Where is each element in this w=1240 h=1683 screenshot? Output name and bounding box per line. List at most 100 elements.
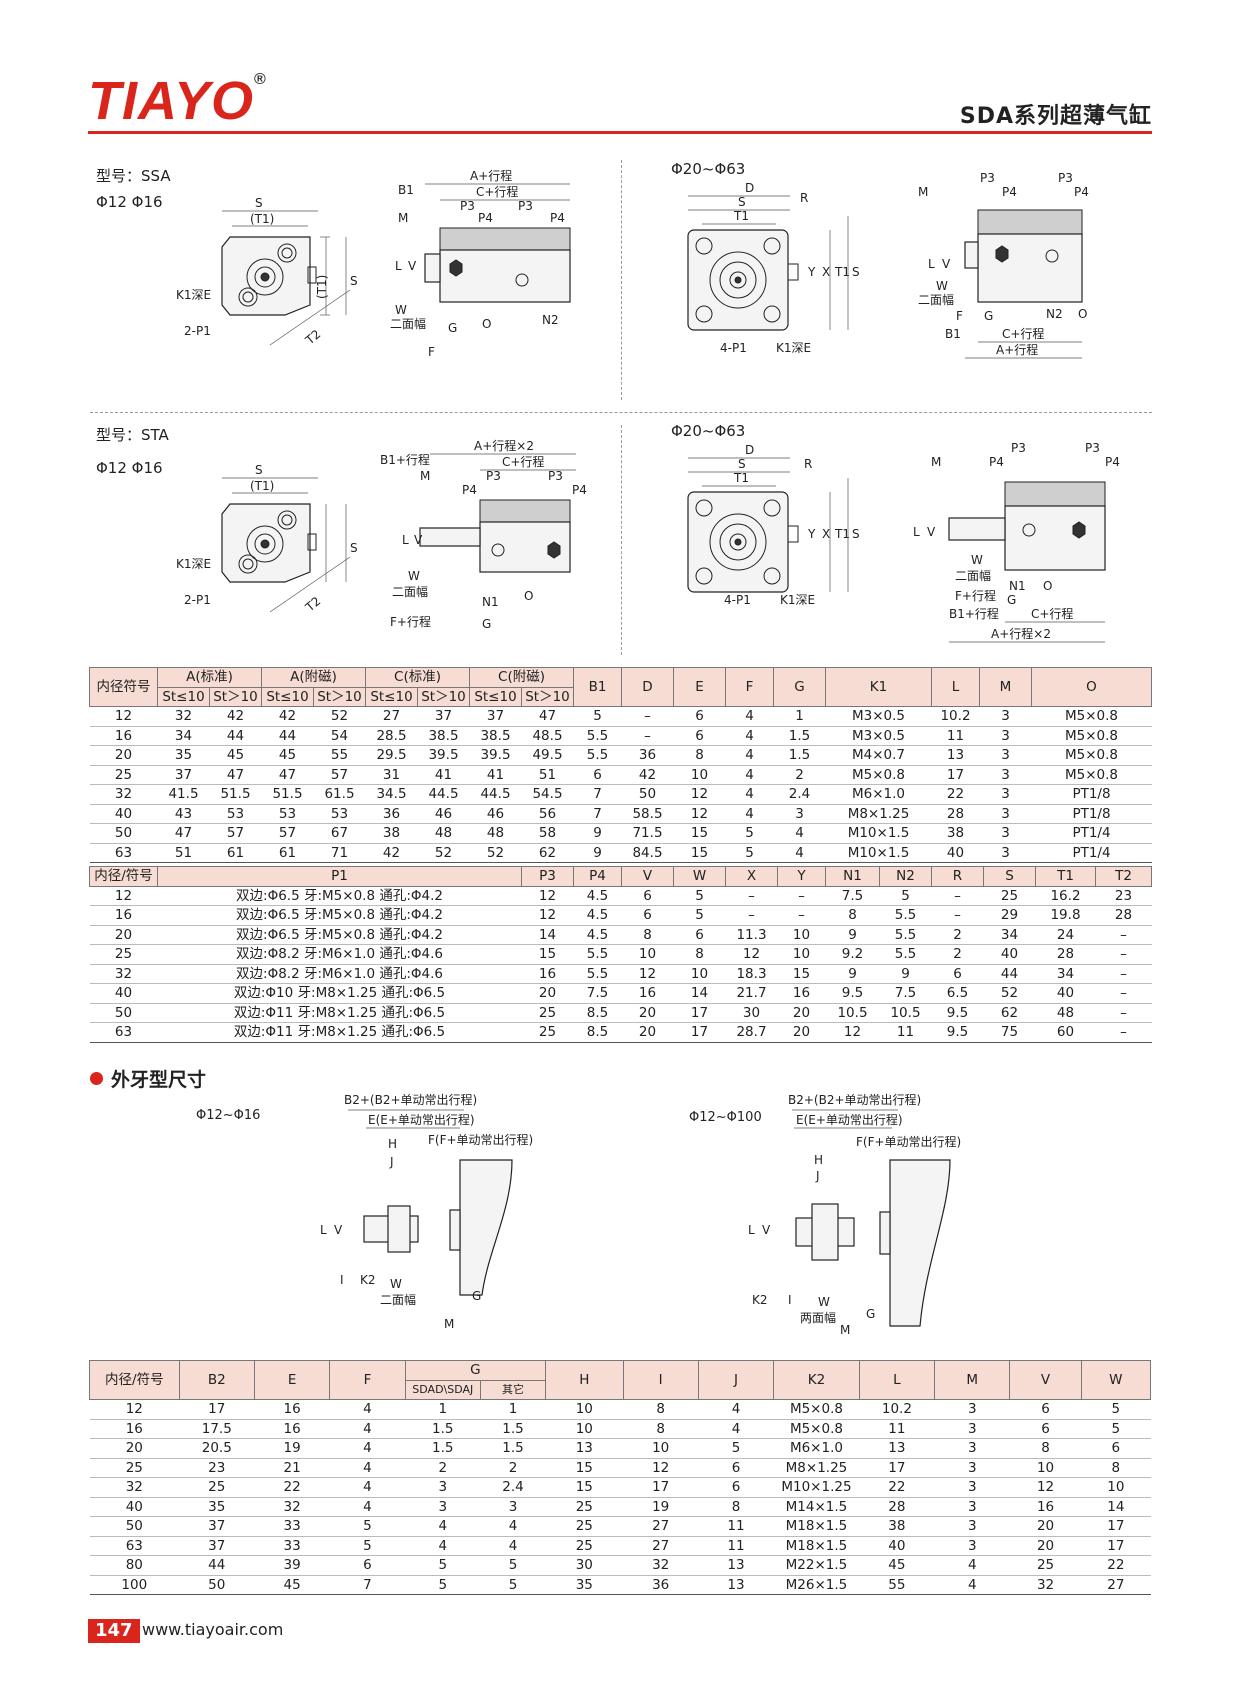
table-cell: 54.5 [521,784,574,805]
table-cell: – [777,905,826,926]
table-cell: PT1/8 [1031,804,1152,824]
dim-label: S [852,527,860,541]
table-cell: PT1/4 [1031,823,1152,844]
col-header: J [697,1360,775,1400]
table-cell: 32 [89,964,158,984]
table-cell: 42 [261,706,314,727]
registered-mark: ® [254,71,267,88]
table-cell: M6×1.0 [773,1438,860,1459]
col-header: L [858,1360,936,1400]
table-cell: 11 [698,1516,774,1537]
table-cell: 10 [1009,1458,1082,1478]
dim-label: (T1) [250,212,274,226]
sub-header: St≤10 [365,686,418,707]
section-divider-horizontal [90,412,1152,413]
table-cell: – [1095,1022,1152,1043]
table-cell: 27 [623,1536,699,1556]
model-label-ssa: 型号：SSA [96,167,171,185]
table-cell: M10×1.25 [773,1477,860,1498]
table-cell: 8 [1081,1458,1151,1478]
table-cell: 36 [365,804,418,824]
dim-label: V [927,525,936,539]
table-cell: 4 [329,1477,406,1498]
table-cell: 50 [179,1575,255,1595]
dim-label: J [389,1155,394,1169]
table-cell: 16 [89,905,158,926]
table-cell: 17 [179,1399,255,1420]
table-cell: 11 [698,1536,774,1556]
table-cell: M5×0.8 [773,1399,860,1420]
table-cell: 7 [573,804,622,824]
table-cell: M3×0.5 [825,706,932,727]
table-cell: 55 [859,1575,935,1595]
dim-label: P4 [550,211,565,225]
table-cell: 20 [621,1003,674,1023]
col-header: S [983,866,1036,887]
table-cell: 54 [313,726,366,746]
dim-label: B2+(B2+单动常出行程) [788,1092,921,1107]
dim-label: A+行程 [470,168,512,183]
table-cell: 6 [1081,1438,1151,1459]
table-cell: 1.5 [480,1419,546,1439]
table-cell: 20 [1009,1516,1082,1537]
table-cell: 8 [623,1419,699,1439]
bullet-dot-icon [90,1072,103,1085]
dim-label: V [414,533,423,547]
dim-label: A+行程×2 [991,626,1051,641]
dim-label: V [334,1223,343,1237]
table-cell: 25 [1009,1555,1082,1576]
bore-label-ssa-large: Φ20~Φ63 [671,160,746,178]
table-cell: – [1095,944,1152,965]
table-cell: – [1095,983,1152,1004]
table-cell: 58.5 [621,804,674,824]
dim-label: L [928,257,935,271]
dim-label: Y [807,527,816,541]
sub-header: St＞10 [209,686,262,707]
dim-label: P3 [980,171,995,185]
dim-label: P3 [1058,171,1073,185]
table-cell: 4 [698,1419,774,1439]
table-cell: 51.5 [209,784,262,805]
table-cell: M10×1.5 [825,823,932,844]
table-cell: – [725,886,778,906]
table-cell: M10×1.5 [825,843,932,863]
table-cell: 80 [89,1555,180,1576]
table-cell: 9.2 [825,944,880,965]
table-cell: 8 [673,745,726,766]
table-cell: 51 [157,843,210,863]
table-cell: 63 [89,1022,158,1043]
table-cell: M5×0.8 [1031,706,1152,727]
table-cell: 4 [329,1419,406,1439]
dim-label: F(F+单动常出行程) [428,1132,533,1147]
table-cell: 3 [934,1458,1010,1478]
drawing-male-thread-large: B2+(B2+单动常出行程) E(E+单动常出行程) F(F+单动常出行程) H… [748,1092,961,1337]
table-cell: 4 [725,765,774,785]
table-cell: 8 [825,905,880,926]
col-header: F [725,667,774,707]
table-cell: 4 [725,784,774,805]
dim-label: S [255,196,263,210]
table-cell: 5 [1081,1419,1151,1439]
table-cell: 4 [725,706,774,727]
table-cell: 60 [1035,1022,1096,1043]
table-cell: 16 [521,964,574,984]
table-cell: 38 [931,823,980,844]
dim-label: K2 [360,1273,376,1287]
dim-label: O [1078,307,1087,321]
table-cell: 22 [931,784,980,805]
table-cell: – [621,726,674,746]
table-cell: M26×1.5 [773,1575,860,1595]
spec-table-3: 内径/符号 B2 E F G H I J K2 L M V W SDAD\SDA… [89,1360,1152,1595]
dim-label: 二面幅 [380,1292,416,1307]
table-cell: 44 [179,1555,255,1576]
dim-label: P3 [518,199,533,213]
table-cell: M18×1.5 [773,1536,860,1556]
table-cell: 42 [209,706,262,727]
dim-label: K2 [752,1293,768,1307]
model-label-sta: 型号：STA [96,426,169,444]
table-cell: 13 [698,1575,774,1595]
dim-label: H [814,1153,823,1167]
